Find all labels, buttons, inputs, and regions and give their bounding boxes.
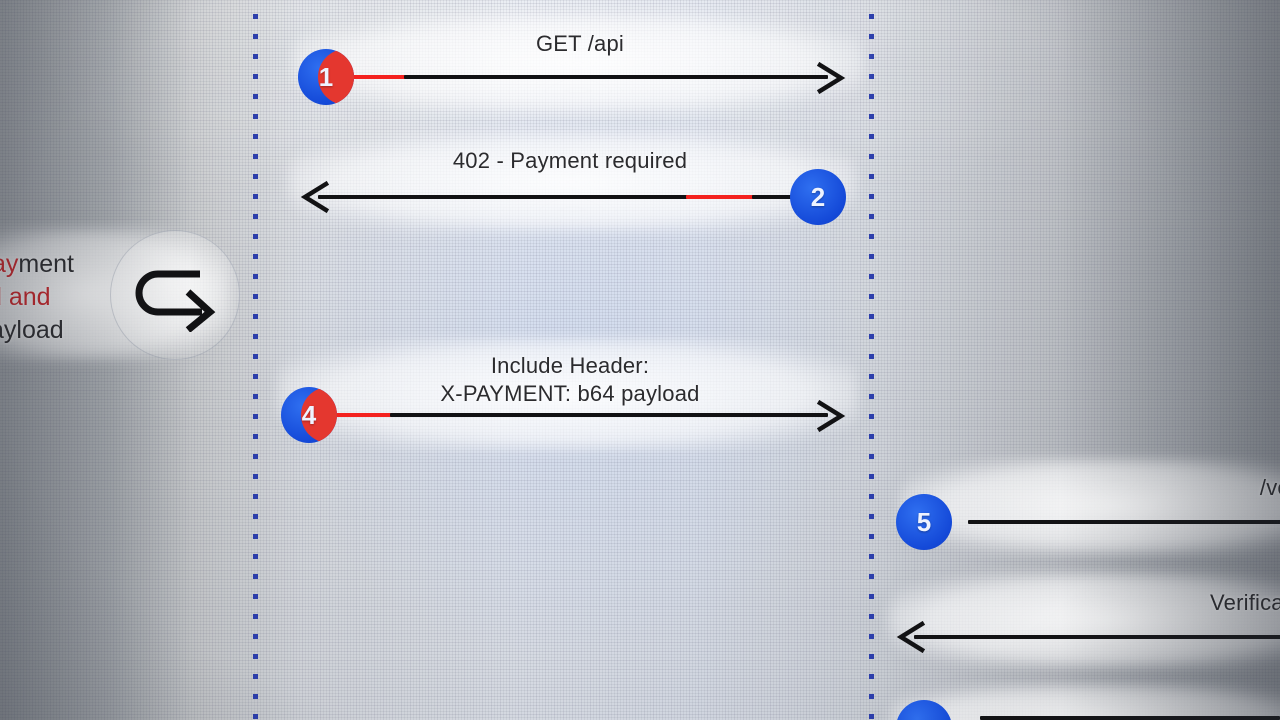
background-vignette — [0, 0, 1280, 720]
diagram-canvas: GET /api 1 402 - Payment required — [0, 0, 1280, 720]
